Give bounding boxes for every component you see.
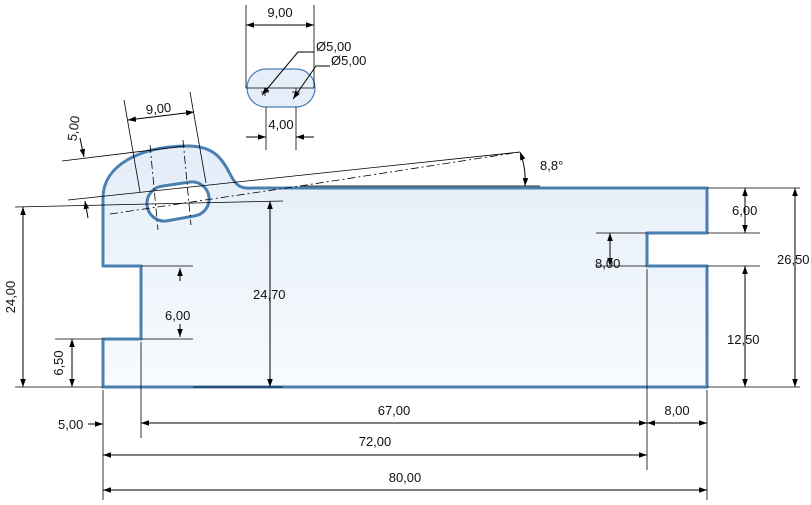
dim-width-8: 8,00 bbox=[664, 403, 689, 418]
dim-angle: 8,8° bbox=[540, 158, 563, 173]
center-marks bbox=[261, 88, 300, 96]
dim-total-height: 26,50 bbox=[777, 252, 810, 267]
dim-left-lower: 6,50 bbox=[51, 350, 66, 375]
dim-slot-length: 9,00 bbox=[267, 5, 292, 20]
dim-slot-height: 24,70 bbox=[253, 287, 286, 302]
dim-slot-offset: 4,00 bbox=[268, 117, 293, 132]
dim-right-notch: 8,00 bbox=[595, 256, 620, 271]
dim-right-lower: 12,50 bbox=[727, 332, 760, 347]
boss-slot bbox=[145, 180, 211, 223]
dim-left-offset: 5,00 bbox=[58, 417, 83, 432]
dim-diameter-2: Ø5,00 bbox=[331, 53, 366, 68]
dim-detail-length: 9,00 bbox=[145, 100, 172, 118]
dimension-lines bbox=[20, 22, 798, 493]
dim-left-height: 24,00 bbox=[3, 281, 18, 314]
dim-total-width: 80,00 bbox=[389, 470, 422, 485]
dim-width-67: 67,00 bbox=[378, 403, 411, 418]
construction-lines bbox=[67, 87, 540, 231]
extension-lines bbox=[14, 5, 800, 500]
part-outline bbox=[101, 144, 709, 389]
dim-width-72: 72,00 bbox=[359, 434, 392, 449]
dim-diameter-1: Ø5,00 bbox=[316, 39, 351, 54]
dim-boss-offset: 5,00 bbox=[64, 115, 82, 142]
dim-left-notch: 6,00 bbox=[165, 308, 190, 323]
dim-right-top: 6,00 bbox=[732, 203, 757, 218]
